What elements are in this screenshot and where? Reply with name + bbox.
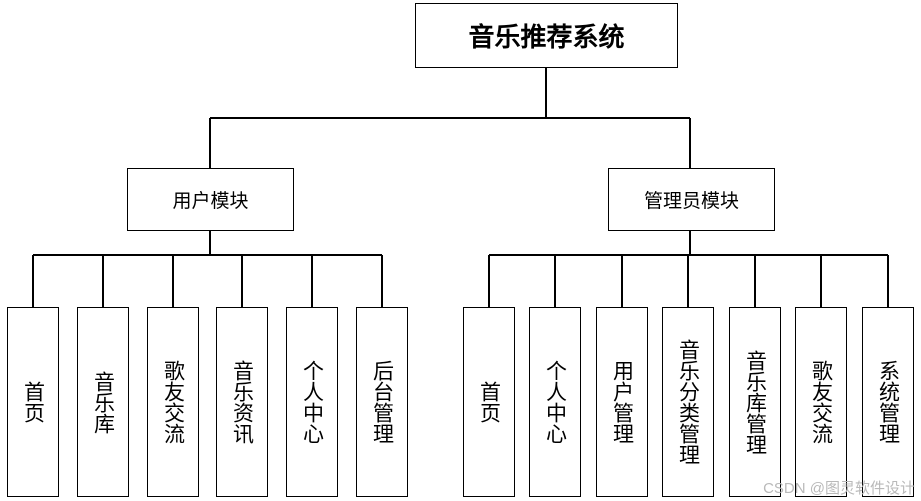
leaf-label: 后台管理 [370,360,395,444]
leaf-label: 首页 [477,381,502,423]
leaf-label: 用户管理 [610,360,635,444]
leaf-label: 歌友交流 [809,360,834,444]
module-label: 管理员模块 [643,190,739,212]
leaf-label: 音乐库管理 [743,349,768,455]
leaf-label: 歌友交流 [161,360,186,444]
leaf-node: 个人中心 [529,307,581,497]
module-label: 用户模块 [172,190,249,212]
root-node: 音乐推荐系统 [415,3,678,68]
leaf-node: 个人中心 [286,307,338,497]
leaf-label: 个人中心 [543,360,568,444]
leaf-label: 系统管理 [876,360,901,444]
leaf-node: 音乐库 [77,307,129,497]
leaf-label: 音乐资讯 [230,360,255,444]
module-node-user: 用户模块 [127,168,294,231]
leaf-node: 首页 [463,307,515,497]
leaf-label: 音乐分类管理 [676,339,701,465]
module-node-admin: 管理员模块 [608,168,775,231]
leaf-node: 系统管理 [862,307,914,497]
leaf-node: 歌友交流 [795,307,847,497]
leaf-node: 首页 [7,307,59,497]
leaf-label: 个人中心 [300,360,325,444]
leaf-node: 歌友交流 [147,307,199,497]
leaf-node: 音乐库管理 [729,307,781,497]
watermark: CSDN @图灵软件设计 [763,480,915,497]
leaf-node: 用户管理 [596,307,648,497]
leaf-label: 首页 [21,381,46,423]
leaf-node: 音乐分类管理 [662,307,714,497]
leaf-node: 后台管理 [356,307,408,497]
root-label: 音乐推荐系统 [468,23,625,53]
leaf-node: 音乐资讯 [216,307,268,497]
leaf-label: 音乐库 [91,370,116,434]
